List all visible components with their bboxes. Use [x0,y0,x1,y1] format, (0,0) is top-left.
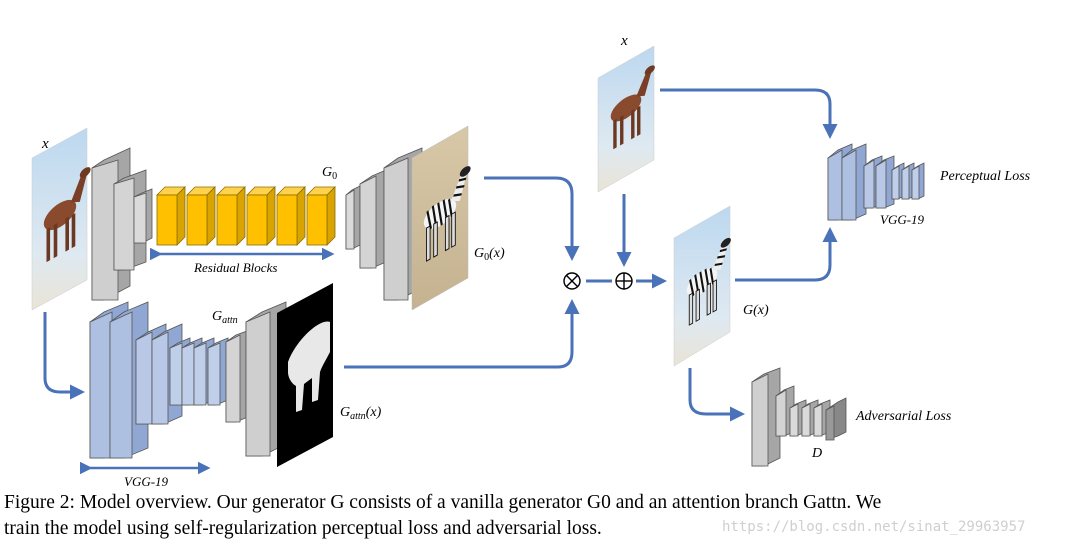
attention-map-image [277,283,333,467]
label-vgg19-bottom: VGG-19 [124,474,169,489]
label-adversarial-loss: Adversarial Loss [855,409,952,424]
attention-branch-blocks [89,301,229,459]
multiply-operator [563,272,581,290]
vgg19-perceptual-blocks [827,143,925,221]
label-vgg19-right: VGG-19 [880,212,925,227]
arrow-xtop-to-vgg [660,88,838,139]
label-g0x: G0(x) [474,246,505,263]
arrow-x-to-attention [43,312,85,400]
g0-encoder-blocks [91,147,153,301]
label-gx: G(x) [743,303,769,318]
input-image-x-top [597,45,655,193]
label-residual-blocks: Residual Blocks [193,260,277,275]
watermark: https://blog.csdn.net/sinat_29963957 [722,519,1026,535]
discriminator-blocks [751,367,847,467]
g0x-image [411,125,472,311]
label-d: D [811,446,822,461]
input-image-x [31,127,91,311]
label-x-input: x [41,136,49,152]
arrow-attention-to-multiply [344,299,580,369]
arrow-gx-to-vgg [735,227,838,282]
label-gattn: Gattn [212,309,238,326]
label-x-top: x [620,33,628,49]
figure-caption: Figure 2: Model overview. Our generator … [4,490,1080,542]
residual-blocks [156,186,336,246]
label-gattnx: Gattn(x) [340,405,382,422]
label-g0: G0 [322,165,337,182]
gx-image [673,205,733,367]
g0-decoder-blocks [345,147,423,301]
arrow-gx-to-discriminator [688,368,745,422]
attention-decoder-blocks [225,301,287,457]
flow-arrows [43,88,838,422]
label-perceptual-loss: Perceptual Loss [939,169,1031,184]
caption-line-1: Figure 2: Model overview. Our generator … [4,492,882,513]
arrow-g0x-to-multiply [484,176,580,261]
caption-line-2: train the model using self-regularizatio… [4,518,602,539]
model-overview-diagram: x x G0 G0(x) Gattn Gattn(x) G(x) Residua… [31,33,1031,489]
add-operator [615,272,633,290]
